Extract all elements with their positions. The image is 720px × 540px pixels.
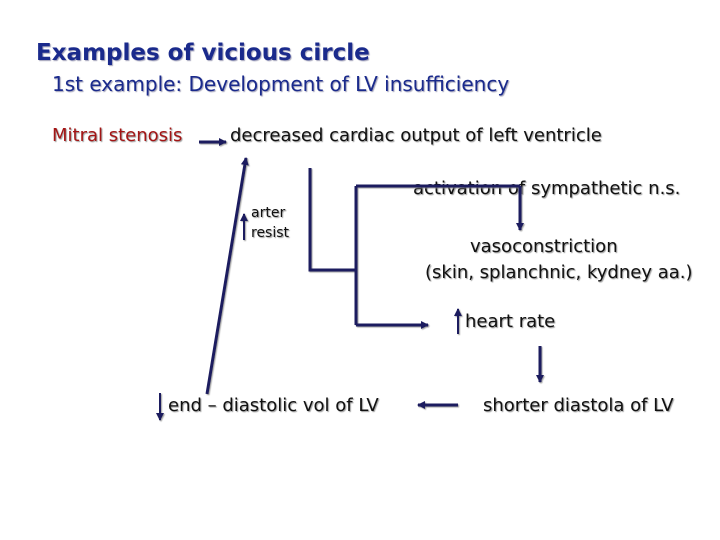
node-mitral-stenosis: Mitral stenosis [52,125,183,146]
node-vasoconstriction-line1: vasoconstriction [470,236,618,257]
connector-arter-to-vaso [308,168,356,272]
node-end-diastolic-volume: end – diastolic vol of LV [168,395,379,416]
node-shorter-diastola: shorter diastola of LV [483,395,674,416]
node-arterial-resistance-line1: arter [251,205,286,221]
node-sympathetic-activation: activation of sympathetic n.s. [413,178,681,199]
node-vasoconstriction-line2: (skin, splanchnic, kydney aa.) [425,262,693,283]
slide-title: Examples of vicious circle [36,40,370,66]
slide-subtitle: 1st example: Development of LV insuffici… [52,72,510,96]
node-arterial-resistance-line2: resist [251,225,290,241]
node-heart-rate: heart rate [465,311,556,332]
arrow-edv-to-output [205,157,249,395]
node-decreased-cardiac-output: decreased cardiac output of left ventric… [230,125,602,146]
